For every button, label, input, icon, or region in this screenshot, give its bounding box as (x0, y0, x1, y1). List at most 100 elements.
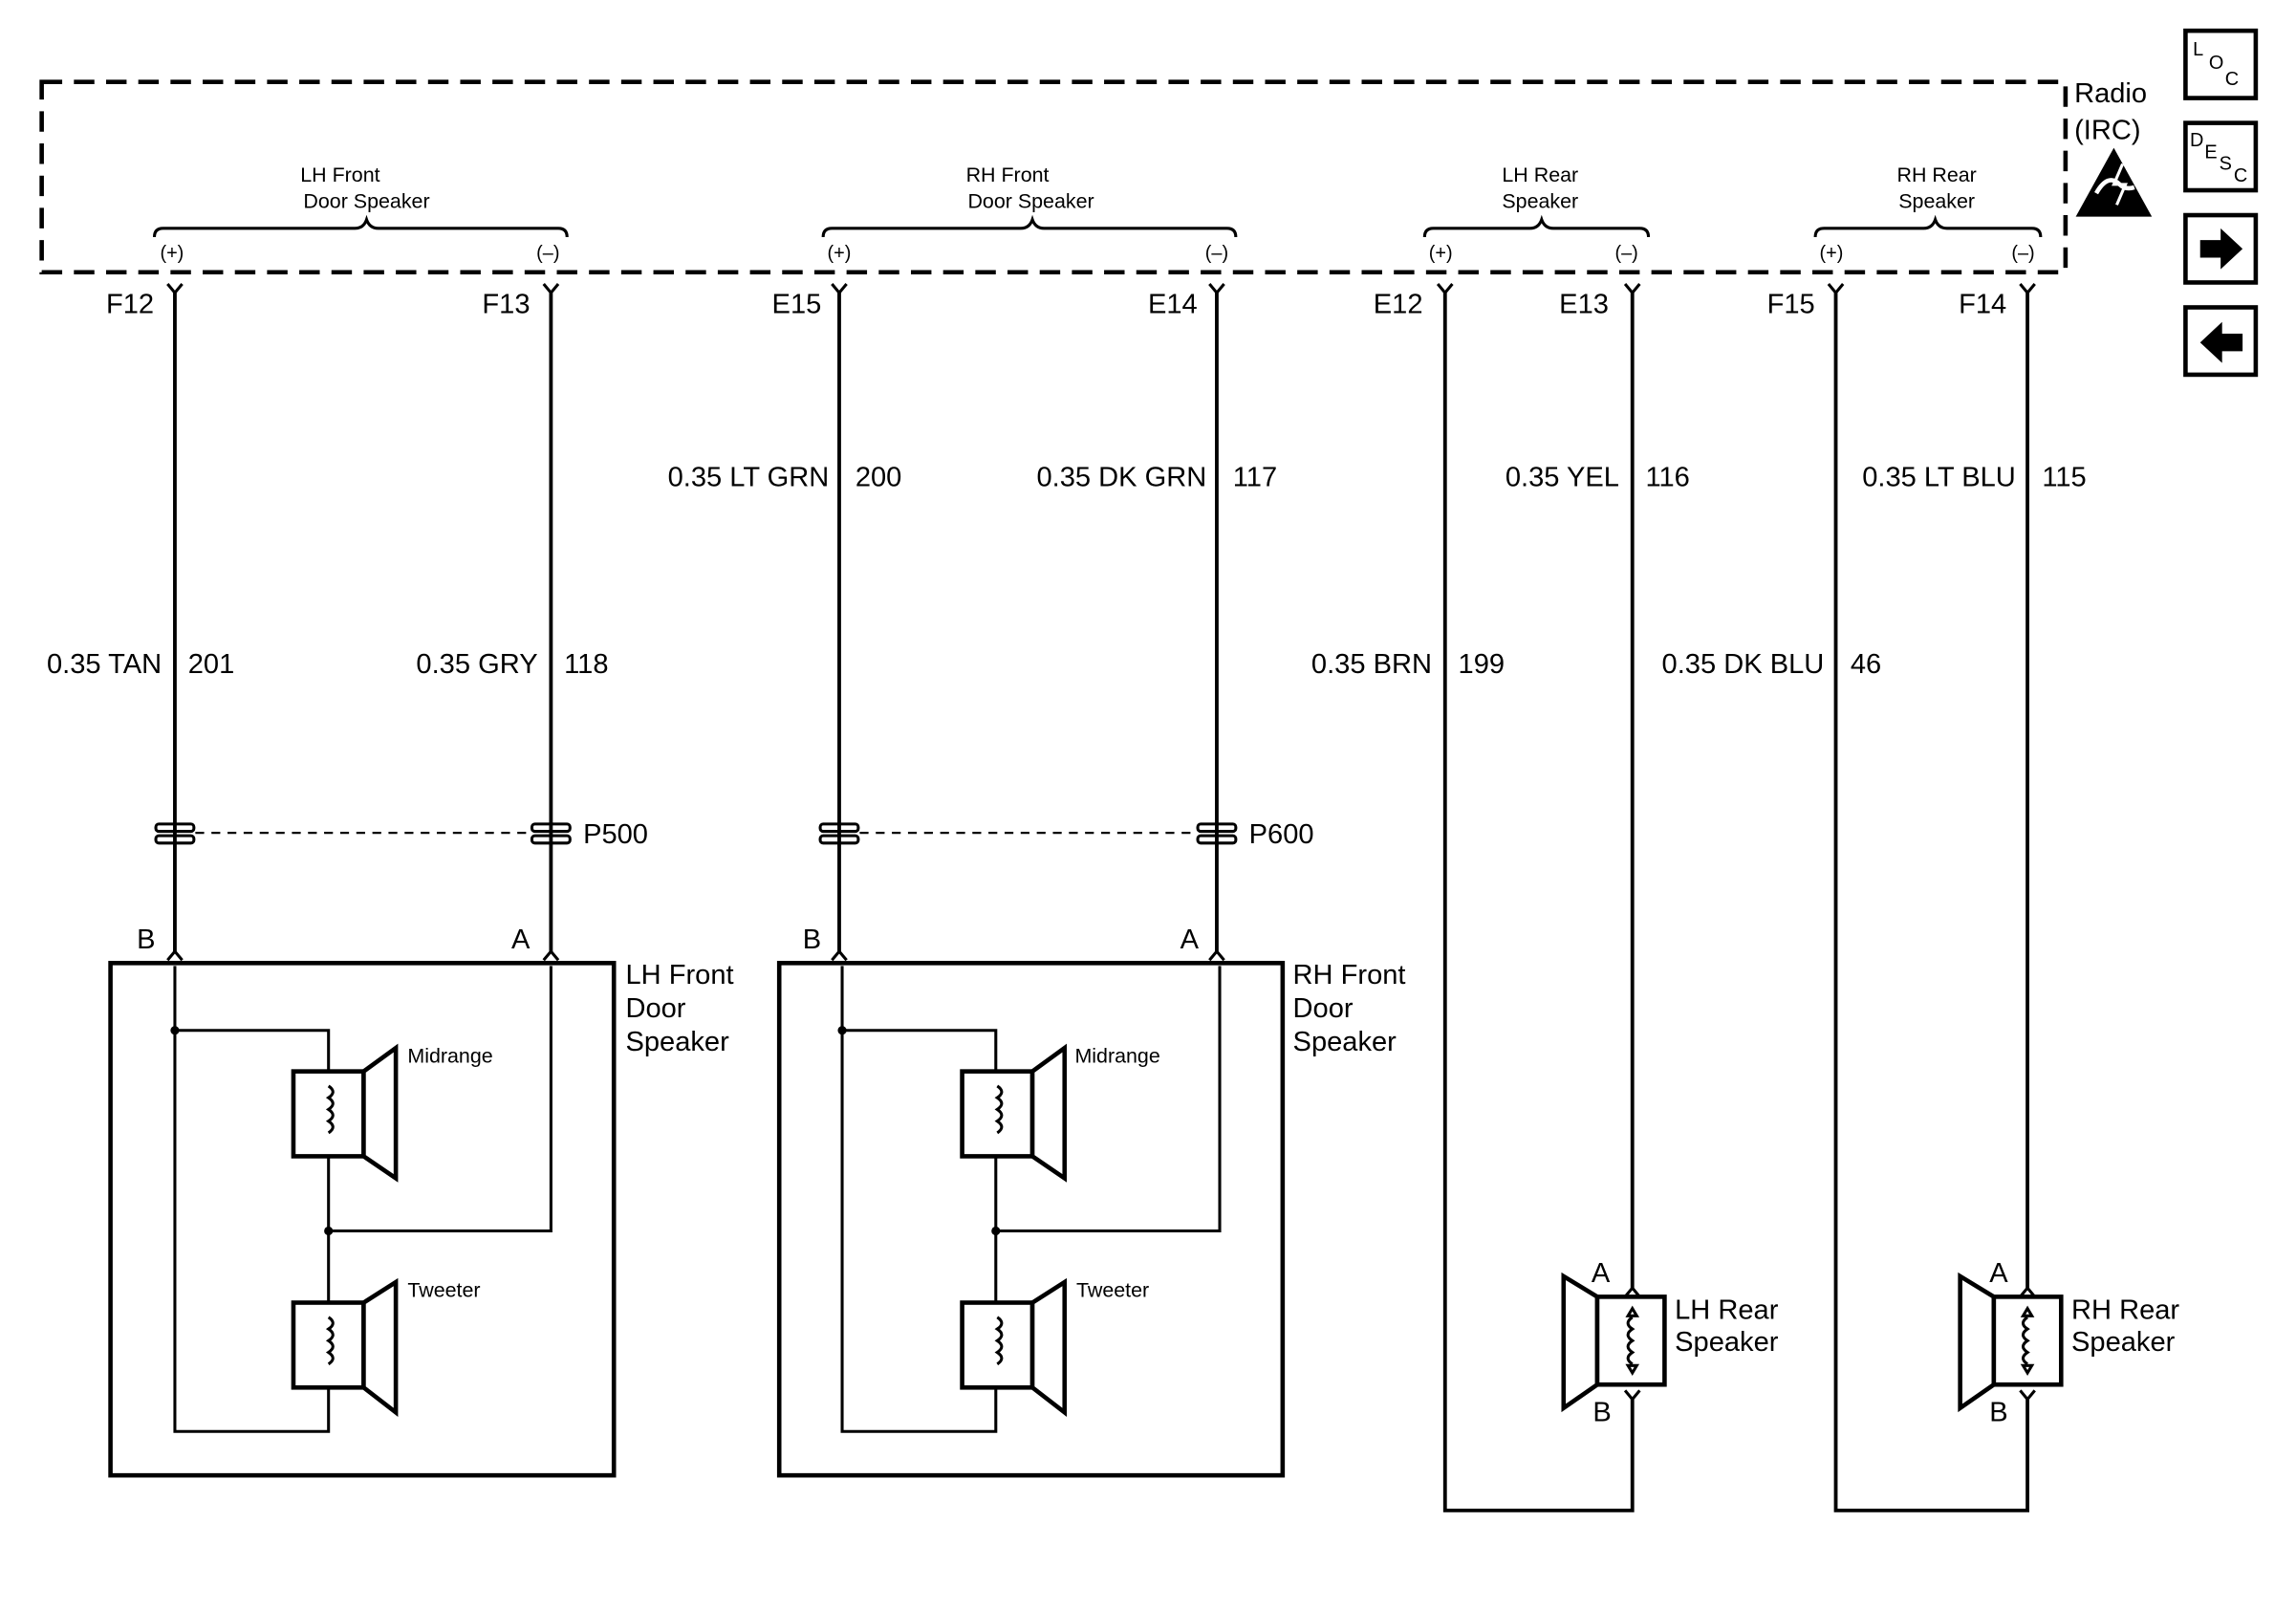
connector-label: P500 (583, 819, 648, 850)
wire-color-label: 0.35 TAN (47, 649, 162, 680)
svg-text:RH Rear: RH Rear (1896, 163, 1976, 186)
speaker-pin-a: A (511, 925, 531, 955)
speaker-pin-b: B (137, 925, 155, 955)
connector-p500: P500 (154, 819, 648, 850)
lh-rear-speaker: A B LH Rear Speaker (1561, 1258, 1779, 1428)
svg-text:S: S (2220, 154, 2232, 175)
svg-text:(+): (+) (1819, 243, 1843, 264)
wire-circuit-label: 118 (564, 649, 608, 680)
wire-color-label: 0.35 DK GRN (1036, 462, 1206, 492)
speaker-coil-icon (1625, 1305, 1640, 1376)
lh-front-door-speaker: B A LH Front Door Speaker Midrange Tweet… (108, 925, 734, 1478)
svg-text:RH Rear: RH Rear (2071, 1295, 2179, 1325)
wire-199 (1442, 293, 1635, 1512)
tweeter-label: Tweeter (407, 1278, 480, 1301)
radio-output-group-rh-rear: RH Rear Speaker (+) (–) (1813, 163, 2043, 264)
svg-text:(+): (+) (828, 243, 852, 264)
svg-text:Door Speaker: Door Speaker (303, 189, 429, 212)
speaker-coil-icon (2020, 1305, 2035, 1376)
radio-component-box (39, 79, 2069, 275)
connector-p600: P600 (818, 819, 1314, 850)
wire-115 (1833, 293, 2029, 1512)
wire-color-label: 0.35 YEL (1505, 462, 1619, 492)
svg-text:(–): (–) (536, 243, 559, 264)
svg-text:Door Speaker: Door Speaker (967, 189, 1094, 212)
svg-text:C: C (2225, 69, 2239, 90)
svg-text:(+): (+) (1429, 243, 1453, 264)
pin-f13: F13 (482, 290, 530, 320)
pin-e12: E12 (1374, 290, 1423, 320)
svg-text:LH Front: LH Front (300, 163, 379, 186)
tweeter-speaker-icon: Tweeter (291, 1277, 481, 1418)
svg-text:Door: Door (625, 993, 685, 1024)
svg-text:LH Front: LH Front (625, 960, 733, 990)
pin-f14: F14 (1959, 290, 2006, 320)
svg-text:RH Front: RH Front (966, 163, 1050, 186)
svg-text:LH Rear: LH Rear (1675, 1295, 1779, 1325)
wire-color-label: 0.35 BRN (1311, 649, 1432, 680)
wire-color-label: 0.35 LT GRN (668, 462, 830, 492)
wire-circuit-label: 199 (1459, 649, 1505, 680)
prev-page-button[interactable] (2183, 305, 2259, 378)
wire-color-label: 0.35 LT BLU (1862, 462, 2016, 492)
midrange-speaker-icon: Midrange (291, 1043, 493, 1183)
radio-title: Radio (2074, 78, 2147, 109)
rh-front-door-speaker: B A RH Front Door Speaker Midrange Tweet… (776, 925, 1406, 1478)
midrange-label: Midrange (407, 1044, 492, 1067)
connector-label: P600 (1249, 819, 1314, 850)
midrange-label: Midrange (1074, 1044, 1159, 1067)
tweeter-label: Tweeter (1076, 1278, 1149, 1301)
svg-text:D: D (2190, 130, 2203, 151)
pin-e14: E14 (1148, 290, 1198, 320)
speaker-pin-b: B (803, 925, 821, 955)
wire-color-label: 0.35 GRY (416, 649, 537, 680)
radio-output-group-rh-front: RH Front Door Speaker (+) (–) (821, 163, 1238, 264)
pin-labels: F12 F13 E15 E14 E12 E13 F15 F14 (106, 290, 2006, 320)
svg-text:Speaker: Speaker (1502, 189, 1578, 212)
midrange-speaker-icon: Midrange (960, 1043, 1160, 1183)
wire-circuit-label: 201 (188, 649, 235, 680)
pin-e15: E15 (772, 290, 822, 320)
pin-f12: F12 (106, 290, 154, 320)
wire-circuit-label: 117 (1233, 462, 1277, 492)
next-page-button[interactable] (2183, 212, 2259, 285)
svg-text:Speaker: Speaker (1675, 1327, 1779, 1358)
radio-subtitle: (IRC) (2074, 115, 2140, 145)
arrow-right-icon (2199, 228, 2243, 270)
desc-button[interactable]: D E S C (2183, 120, 2259, 193)
wire-circuit-label: 200 (856, 462, 902, 492)
esd-warning-icon (2075, 147, 2153, 217)
radio-output-group-lh-front: LH Front Door Speaker (+) (–) (152, 163, 569, 264)
svg-text:C: C (2234, 165, 2247, 186)
wire-circuit-label: 116 (1646, 462, 1690, 492)
svg-text:(–): (–) (2011, 243, 2034, 264)
svg-text:Speaker: Speaker (1293, 1027, 1397, 1057)
radio-output-group-lh-rear: LH Rear Speaker (+) (–) (1422, 163, 1651, 264)
svg-text:(–): (–) (1205, 243, 1228, 264)
svg-text:E: E (2204, 141, 2217, 163)
speaker-pin-a: A (1592, 1258, 1611, 1289)
svg-text:L: L (2193, 39, 2203, 60)
svg-text:Speaker: Speaker (2071, 1327, 2176, 1358)
loc-button[interactable]: L O C (2183, 28, 2259, 100)
arrow-left-icon (2199, 321, 2243, 363)
wire-circuit-label: 115 (2042, 462, 2086, 492)
pin-e13: E13 (1559, 290, 1609, 320)
wire-labels: 0.35 TAN 201 0.35 GRY 118 0.35 LT GRN 20… (47, 462, 2087, 680)
speaker-pin-a: A (1989, 1258, 2008, 1289)
svg-text:(+): (+) (160, 243, 184, 264)
tweeter-speaker-icon: Tweeter (960, 1277, 1149, 1418)
svg-text:(–): (–) (1614, 243, 1637, 264)
wire-color-label: 0.35 DK BLU (1662, 649, 1825, 680)
speaker-pin-a: A (1180, 925, 1200, 955)
svg-text:RH Front: RH Front (1293, 960, 1406, 990)
speaker-pin-b: B (1592, 1398, 1611, 1428)
pin-f15: F15 (1767, 290, 1815, 320)
rh-rear-speaker: A B RH Rear Speaker (1958, 1258, 2179, 1428)
svg-text:Speaker: Speaker (1898, 189, 1975, 212)
svg-text:Speaker: Speaker (625, 1027, 729, 1057)
speaker-pin-b: B (1989, 1398, 2007, 1428)
wire-circuit-label: 46 (1851, 649, 1881, 680)
svg-text:Door: Door (1293, 993, 1354, 1024)
